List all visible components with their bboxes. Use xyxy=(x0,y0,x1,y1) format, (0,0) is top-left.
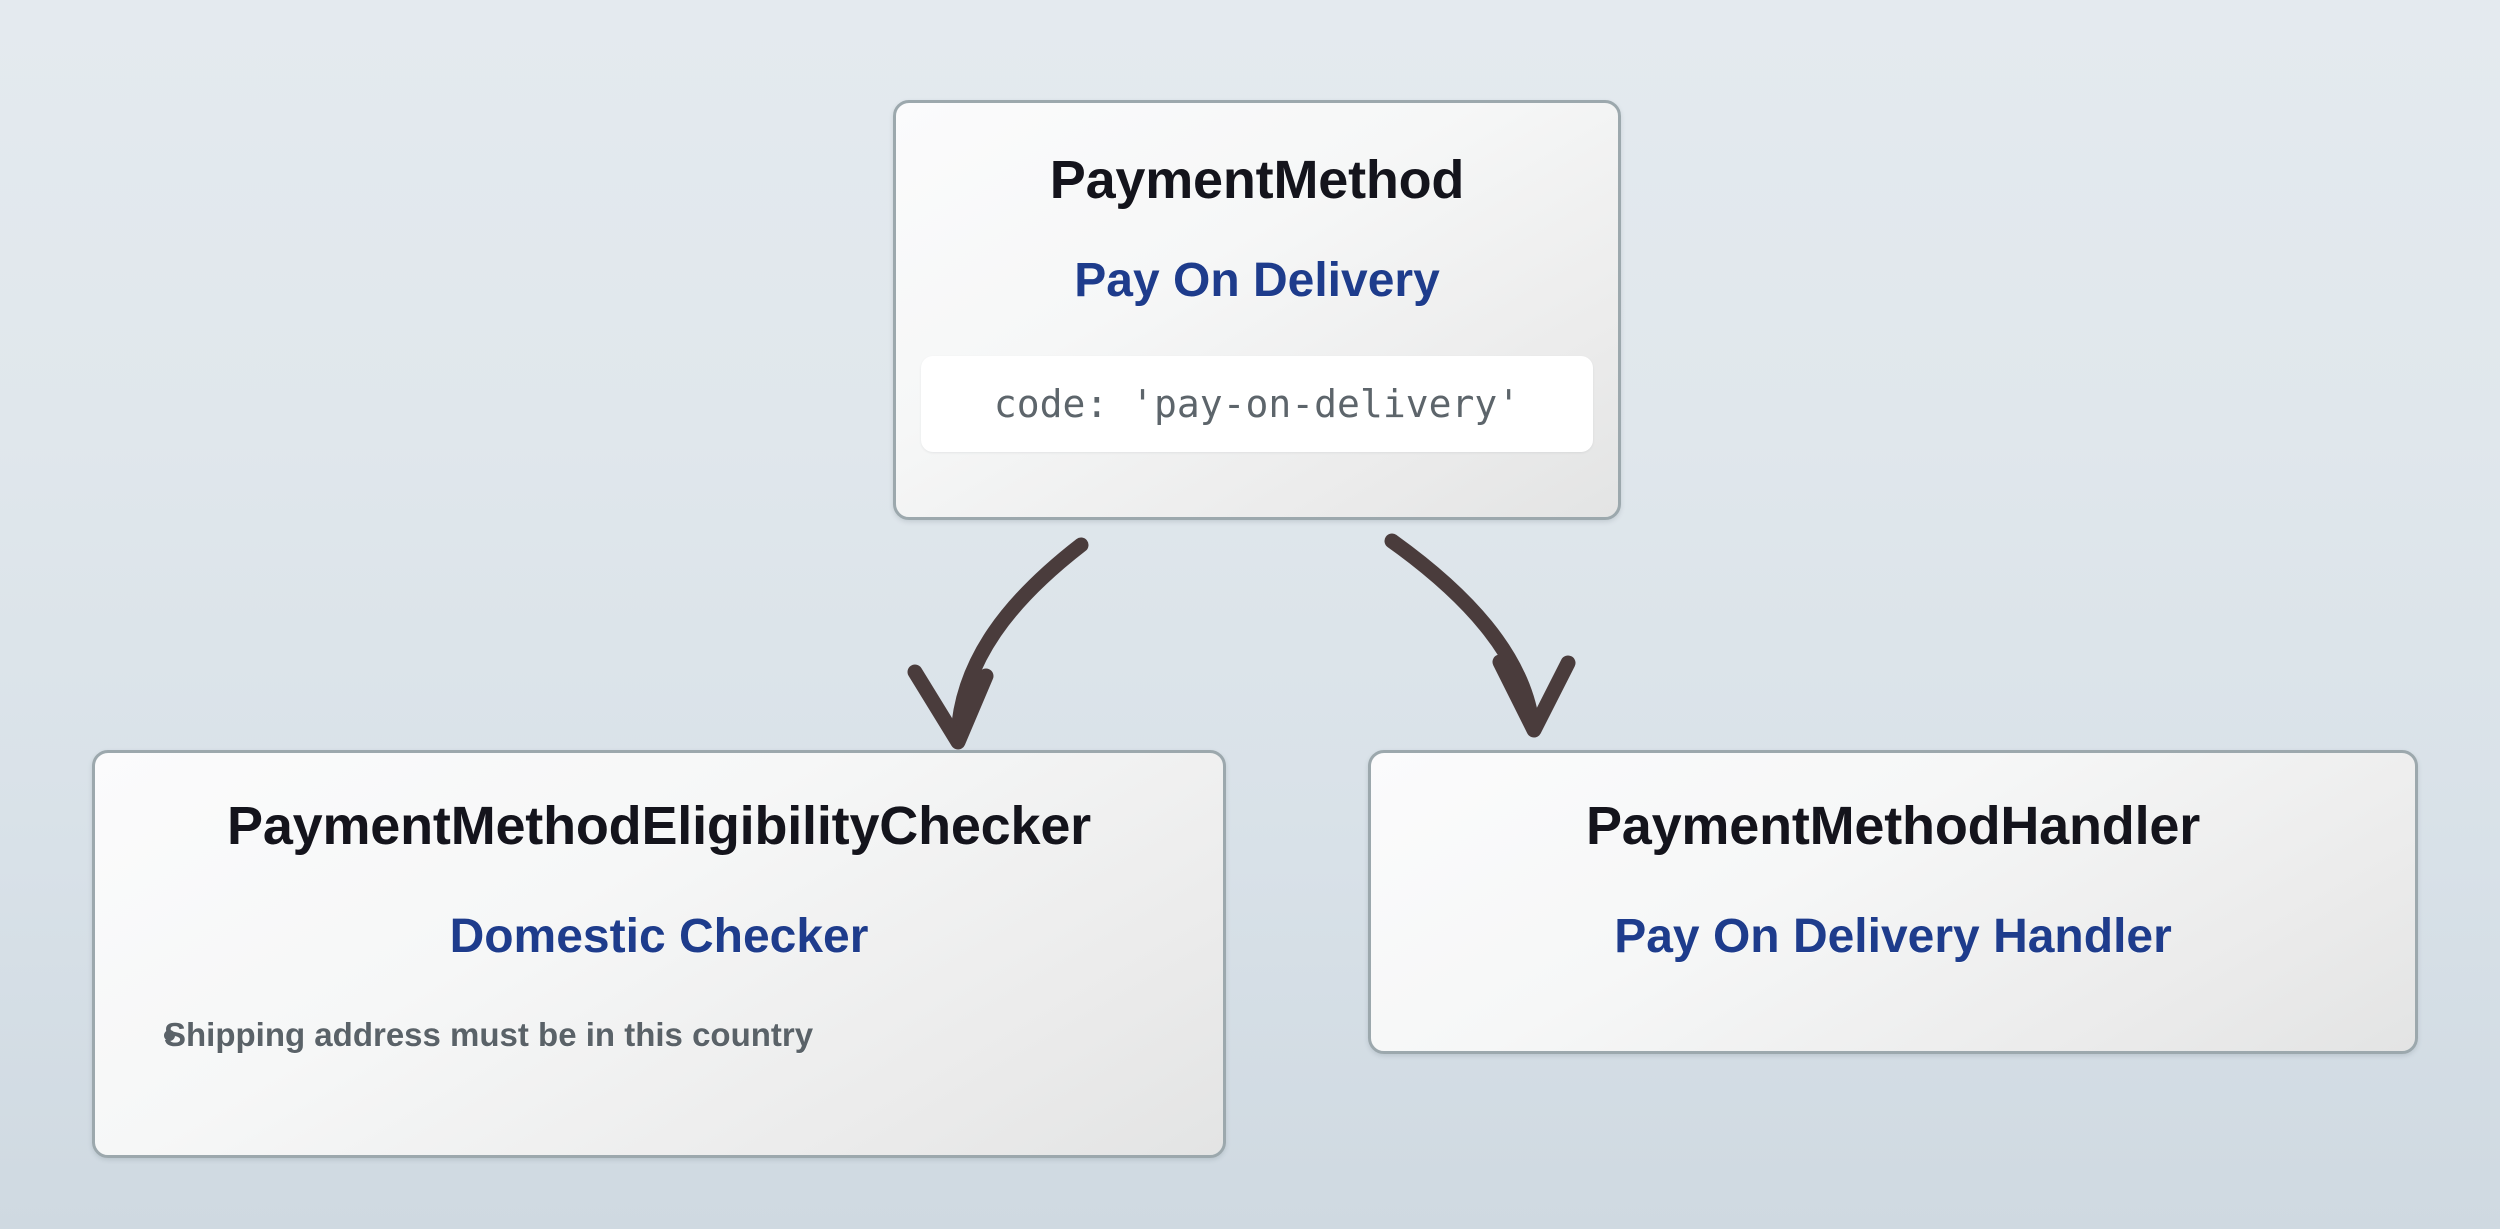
node-payment-handler-title: PaymentMethodHandler xyxy=(1585,796,2201,856)
node-payment-method[interactable]: PaymentMethod Pay On Delivery code: 'pay… xyxy=(893,100,1621,520)
node-eligibility-checker-subtitle: Domestic Checker xyxy=(449,910,869,963)
list-item: Shipping address must be in this country xyxy=(164,1016,1216,1054)
node-payment-method-eligibility-checker[interactable]: PaymentMethodEligibilityChecker Domestic… xyxy=(92,750,1226,1158)
node-eligibility-checker-title: PaymentMethodEligibilityChecker xyxy=(227,796,1091,856)
node-payment-method-handler[interactable]: PaymentMethodHandler Pay On Delivery Han… xyxy=(1368,750,2418,1054)
edge-payment-method-to-payment-handler xyxy=(1384,533,1576,738)
node-payment-method-code: code: 'pay-on-delivery' xyxy=(921,356,1593,453)
node-payment-method-title: PaymentMethod xyxy=(1049,150,1465,210)
node-payment-handler-subtitle: Pay On Delivery Handler xyxy=(1614,910,2172,963)
bullet-icon xyxy=(164,1030,175,1041)
eligibility-checker-criteria-list: Shipping address must be in this country xyxy=(102,1016,1216,1054)
list-item-label: Shipping address must be in this country xyxy=(164,1016,814,1053)
node-payment-method-subtitle: Pay On Delivery xyxy=(1074,254,1440,308)
edge-payment-method-to-eligibility-checker xyxy=(907,537,1089,750)
